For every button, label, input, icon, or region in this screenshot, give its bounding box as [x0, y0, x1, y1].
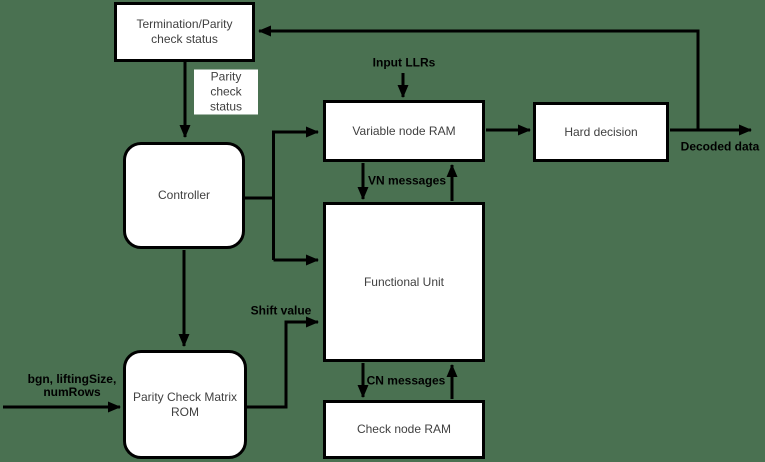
- parity-check-matrix-rom-node: Parity Check Matrix ROM: [123, 350, 247, 459]
- edge-controller-to-vnram: [272, 126, 319, 260]
- functional-unit-node: Functional Unit: [323, 202, 485, 362]
- cn-messages-label: CN messages: [366, 373, 446, 388]
- vn-messages-label: VN messages: [367, 173, 447, 188]
- hard-decision-node: Hard decision: [533, 102, 669, 162]
- config-inputs-label: bgn, liftingSize, numRows: [27, 372, 117, 399]
- check-node-ram-node: Check node RAM: [323, 400, 485, 459]
- shift-value-label: Shift value: [250, 303, 312, 318]
- controller-node: Controller: [123, 142, 245, 249]
- parity-check-status-label: Parity check status: [194, 69, 258, 115]
- termination-parity-check-status-node: Termination/Parity check status: [114, 2, 255, 62]
- input-llrs-label: Input LLRs: [372, 55, 436, 70]
- variable-node-ram-node: Variable node RAM: [323, 100, 485, 162]
- decoded-data-label: Decoded data: [680, 139, 760, 154]
- edge-shift-value-to-fu: [247, 316, 319, 409]
- edge-feedback-to-termination: [258, 25, 700, 130]
